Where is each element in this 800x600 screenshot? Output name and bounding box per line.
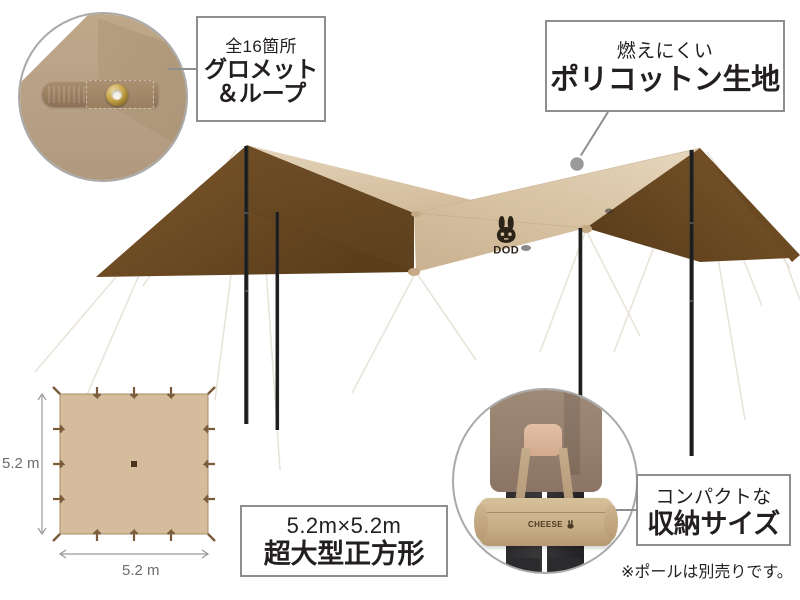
bag-seam [478,512,614,513]
corner-loop-group [52,386,216,542]
dod-bunny-icon [567,520,574,529]
callout-grommet-big-1: グロメット [204,56,318,83]
callout-fabric-small: 燃えにくい [616,41,714,63]
loop-bottom-group [92,528,176,541]
dod-logo: DOD [493,216,519,256]
loop-top-group [92,387,176,400]
bag-brand-label: CHEESE [528,520,575,529]
callout-storage-small: コンパクトな [655,486,772,508]
tarp-panel-right-tan [414,148,700,272]
grommet-closeup-photo [18,12,188,182]
tarp-panel-right-tip [700,148,800,262]
carry-bag: CHEESE [474,498,618,546]
brass-grommet-icon [106,84,128,106]
svg-text:DOD: DOD [493,244,519,256]
pole-center-right [689,150,694,456]
bag-label-text: CHEESE [528,520,563,529]
dimension-arrow-horizontal [58,549,210,559]
pole-secondary-right [578,228,583,488]
pole-center-left [244,146,249,424]
dimension-arrow-vertical [37,392,47,536]
callout-grommet: 全16箇所 グロメット ＆ループ [196,16,326,122]
callout-fabric-big: ポリコットン生地 [550,64,780,97]
loop-right-group [202,424,215,504]
shoe-right [548,558,582,572]
callout-grommet-small: 全16箇所 [225,37,297,57]
pole-secondary-left [275,212,280,430]
callout-square-size: 5.2m×5.2m 超大型正方形 [240,505,448,577]
tarp-panel-right-under [586,148,792,262]
bag-end-left [474,504,488,540]
callout-grommet-big-2: ＆ループ [216,80,306,106]
callout-fabric: 燃えにくい ポリコットン生地 [545,20,785,112]
poles-sold-separately-note: ※ポールは別売りです。 [621,564,793,581]
center-grommet [131,461,137,467]
shoe-left [506,558,540,572]
storage-bag-photo: CHEESE [452,388,638,574]
callout-storage-size: コンパクトな 収納サイズ [636,474,791,546]
callout-square-big: 超大型正方形 [263,539,425,570]
tarp-dimension-diagram [37,386,216,559]
callout-storage-big: 収納サイズ [647,508,780,539]
loop-left-group [53,424,66,504]
dimension-label-vertical: 5.2 m [2,455,40,472]
dimension-label-horizontal: 5.2 m [122,562,160,579]
callout-square-small: 5.2m×5.2m [286,513,402,539]
bag-end-right [604,504,618,540]
pole-group [244,146,694,488]
tarp-tab-group [408,211,592,276]
tarp-panel-center-brown [247,145,414,272]
